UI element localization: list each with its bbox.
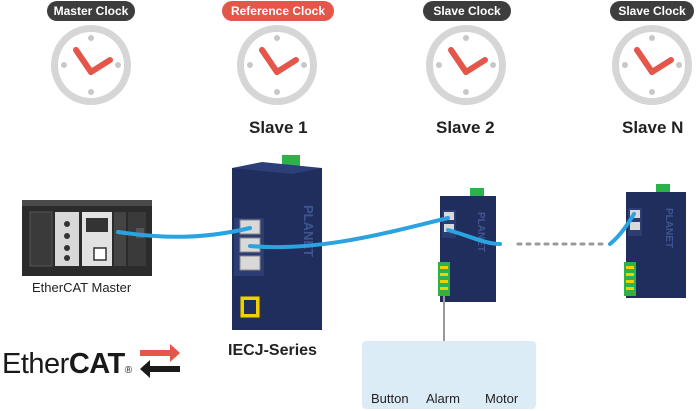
reference-clock-badge: Reference Clock (222, 1, 334, 21)
io-devices-panel (362, 341, 536, 409)
slave-2-clock-icon (426, 25, 506, 105)
cable-in-slave-n (608, 212, 636, 246)
master-clock-badge: Master Clock (47, 1, 135, 21)
cable-slave-1-to-slave-2 (248, 216, 450, 250)
ethercat-logo: EtherCAT® (2, 348, 132, 381)
slave-n-clock-icon (612, 25, 692, 105)
slave-n-brand: PLANET (663, 208, 674, 248)
button-label: Button (371, 391, 409, 406)
ethercat-master-device (22, 200, 152, 276)
motor-label: Motor (485, 391, 519, 406)
slave-clock-badge-2: Slave Clock (423, 1, 511, 21)
slave-2-brand: PLANET (475, 212, 486, 252)
reference-clock-icon (237, 25, 317, 105)
slave-2-label: Slave 2 (436, 118, 495, 137)
cable-master-to-slave-1 (116, 226, 252, 239)
logo-text-ether: Ether (2, 348, 69, 380)
logo-text-cat: CAT (68, 348, 125, 380)
slave-1-brand: PLANET (301, 205, 316, 257)
slave-clock-badge-n: Slave Clock (610, 1, 694, 21)
slave-n-label: Slave N (622, 118, 684, 137)
slave-2-device: PLANET (438, 188, 496, 302)
slave-1-label: Slave 1 (249, 118, 308, 137)
ethercat-master-label: EtherCAT Master (32, 280, 132, 295)
slave-n-device: PLANET (624, 184, 686, 298)
series-label: IECJ-Series (228, 342, 317, 359)
alarm-label: Alarm (426, 391, 460, 406)
ethercat-logo-arrows (140, 344, 180, 378)
cable-slave-2-out (446, 228, 502, 246)
logo-registered-mark: ® (124, 365, 132, 376)
slave-1-device: PLANET (232, 155, 322, 330)
master-clock-icon (51, 25, 131, 105)
